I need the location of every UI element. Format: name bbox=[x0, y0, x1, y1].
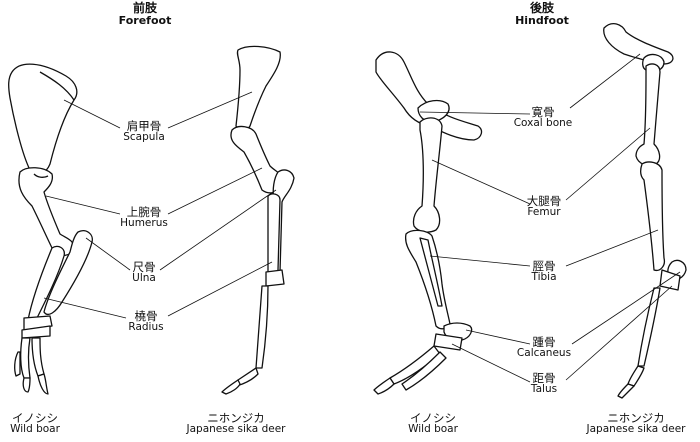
boar-humerus bbox=[19, 168, 74, 256]
hindfoot-header-jp: 後肢 bbox=[502, 2, 582, 15]
forefoot-header-jp: 前肢 bbox=[110, 2, 180, 15]
caption-boar-forefoot-en: Wild boar bbox=[0, 424, 70, 435]
label-radius: 橈骨 Radius bbox=[120, 310, 172, 333]
caption-boar-forefoot: イノシシ Wild boar bbox=[0, 412, 70, 435]
label-ulna-en: Ulna bbox=[124, 273, 164, 284]
caption-deer-forefoot: ニホンジカ Japanese sika deer bbox=[174, 412, 298, 435]
label-radius-en: Radius bbox=[120, 322, 172, 333]
boar-forelimb bbox=[9, 64, 93, 394]
label-talus-en: Talus bbox=[520, 384, 568, 395]
deer-scapula bbox=[236, 46, 280, 130]
label-calcaneus: 踵骨 Calcaneus bbox=[508, 336, 580, 359]
deer-tibia bbox=[641, 162, 665, 270]
caption-deer-hindfoot-en: Japanese sika deer bbox=[574, 424, 698, 435]
label-coxal-bone-en: Coxal bone bbox=[508, 118, 578, 129]
forefoot-header-en: Forefoot bbox=[110, 15, 180, 27]
label-talus: 距骨 Talus bbox=[520, 372, 568, 395]
caption-deer-hindfoot: ニホンジカ Japanese sika deer bbox=[574, 412, 698, 435]
boar-femur bbox=[413, 118, 442, 232]
caption-deer-forefoot-en: Japanese sika deer bbox=[174, 424, 298, 435]
caption-boar-hindfoot: イノシシ Wild boar bbox=[398, 412, 468, 435]
label-scapula-en: Scapula bbox=[114, 132, 174, 143]
hindfoot-header: 後肢 Hindfoot bbox=[502, 2, 582, 26]
label-humerus-en: Humerus bbox=[112, 218, 176, 229]
label-femur-en: Femur bbox=[516, 207, 572, 218]
deer-hindlimb bbox=[604, 24, 686, 398]
label-ulna: 尺骨 Ulna bbox=[124, 261, 164, 284]
forefoot-header: 前肢 Forefoot bbox=[110, 2, 180, 26]
label-femur: 大腿骨 Femur bbox=[516, 195, 572, 218]
label-scapula: 肩甲骨 Scapula bbox=[114, 120, 174, 143]
deer-femur bbox=[636, 64, 660, 166]
label-tibia-en: Tibia bbox=[522, 272, 566, 283]
caption-boar-hindfoot-en: Wild boar bbox=[398, 424, 468, 435]
hindfoot-header-en: Hindfoot bbox=[502, 15, 582, 27]
boar-scapula bbox=[9, 64, 77, 173]
boar-hindlimb bbox=[374, 52, 481, 394]
label-calcaneus-en: Calcaneus bbox=[508, 348, 580, 359]
label-coxal-bone: 寛骨 Coxal bone bbox=[508, 106, 578, 129]
label-humerus: 上腕骨 Humerus bbox=[112, 206, 176, 229]
label-tibia: 脛骨 Tibia bbox=[522, 260, 566, 283]
